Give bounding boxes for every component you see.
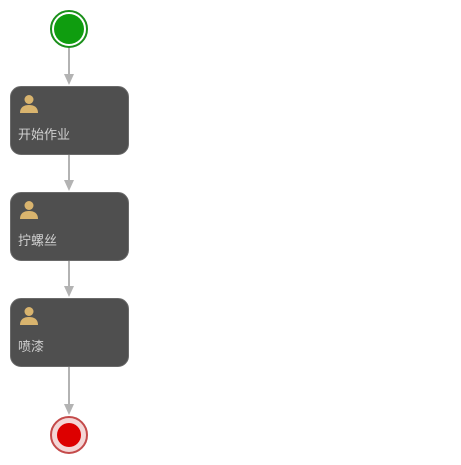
task-label: 喷漆 [18, 340, 45, 355]
task-label: 拧螺丝 [18, 234, 58, 249]
end-event[interactable] [50, 416, 88, 454]
task-spray-paint[interactable]: 喷漆 [10, 298, 129, 367]
user-icon [20, 201, 38, 219]
task-label: 开始作业 [18, 128, 71, 143]
arrowhead-3 [64, 286, 74, 297]
task-tighten-screws[interactable]: 拧螺丝 [10, 192, 129, 261]
end-event-core [57, 423, 81, 447]
arrowhead-1 [64, 74, 74, 85]
start-event-core [54, 14, 84, 44]
arrowhead-4 [64, 404, 74, 415]
user-icon [20, 307, 38, 325]
task-start-work[interactable]: 开始作业 [10, 86, 129, 155]
arrowhead-2 [64, 180, 74, 191]
user-icon [20, 95, 38, 113]
start-event[interactable] [50, 10, 88, 48]
